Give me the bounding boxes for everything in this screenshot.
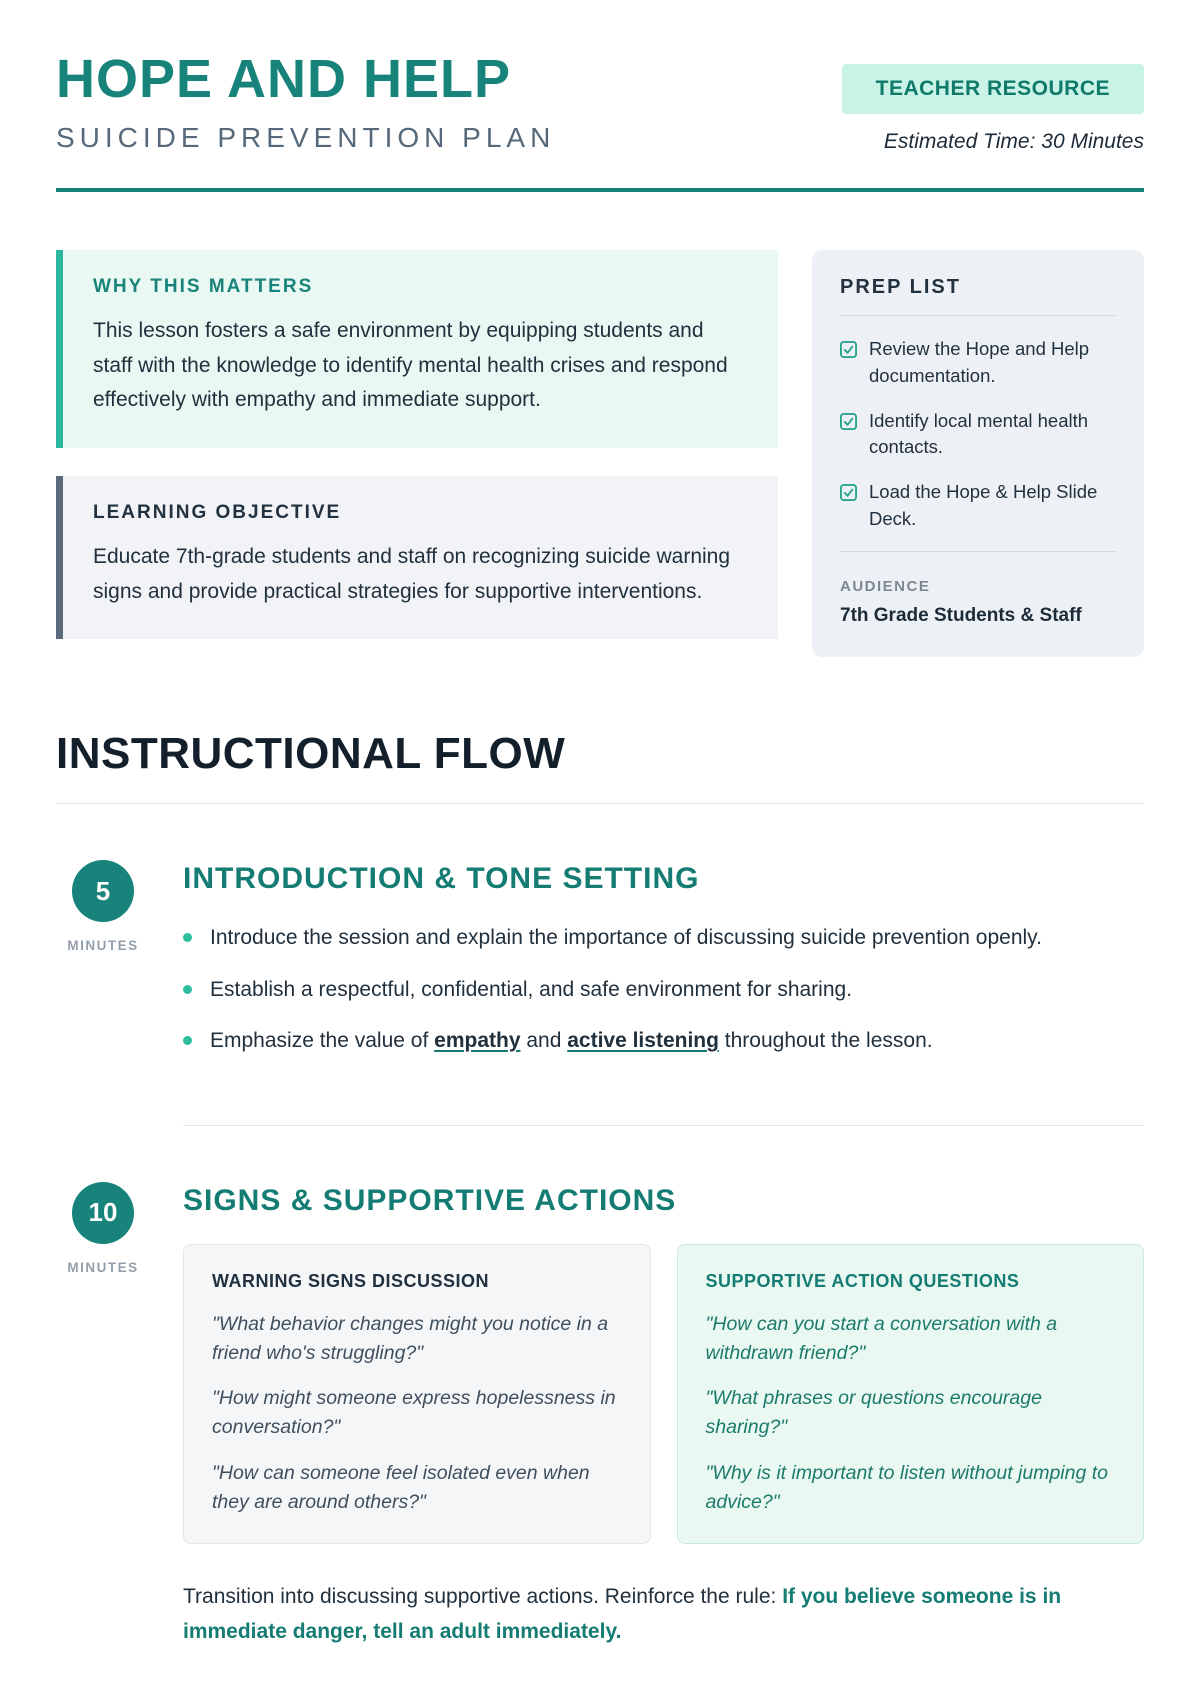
step-1-title: INTRODUCTION & TONE SETTING [183, 862, 700, 896]
why-this-matters-section: WHY THIS MATTERS This lesson fosters a s… [56, 250, 778, 448]
learning-objective-title: LEARNING OBJECTIVE [93, 501, 342, 523]
discussion-cards: WARNING SIGNS DISCUSSION "What behavior … [183, 1243, 1144, 1545]
step-1-bullet-list: Introduce the session and explain the im… [183, 922, 1144, 1057]
prep-item-label: Identify local mental health contacts. [869, 409, 1089, 458]
bullet-text: Introduce the session and explain the im… [210, 926, 1042, 950]
quote-text: "What behavior changes might you notice … [212, 1312, 609, 1364]
instructional-flow-title: INSTRUCTIONAL FLOW [56, 729, 566, 779]
flow-step-2: 10 MINUTES SIGNS & SUPPORTIVE ACTIONS WA… [56, 1178, 1144, 1650]
page-header: HOPE AND HELP SUICIDE PREVENTION PLAN TE… [56, 52, 1144, 154]
flow-step-1: 5 MINUTES INTRODUCTION & TONE SETTING In… [56, 856, 1144, 1077]
why-this-matters-title: WHY THIS MATTERS [93, 276, 314, 297]
bullet-item: Emphasize the value of empathy and activ… [183, 1025, 1144, 1057]
emphasis-term: active listening [567, 1029, 719, 1053]
audience-label: AUDIENCE [840, 577, 931, 595]
header-left: HOPE AND HELP SUICIDE PREVENTION PLAN [56, 52, 555, 154]
minutes-badge: 10 [72, 1181, 134, 1244]
supportive-actions-card: SUPPORTIVE ACTION QUESTIONS "How can you… [676, 1243, 1144, 1545]
bullet-icon [183, 1036, 192, 1046]
step-2-title: SIGNS & SUPPORTIVE ACTIONS [183, 1183, 677, 1217]
prep-item-label: Review the Hope and Help documentation. [869, 338, 1090, 386]
minutes-label: MINUTES [67, 938, 139, 954]
step-2-time-column: 10 MINUTES [56, 1178, 150, 1650]
prep-list-item: Load the Hope & Help Slide Deck. [840, 479, 1116, 533]
quote-text: "How can you start a conversation with a… [705, 1312, 1058, 1364]
page-title: HOPE AND HELP [56, 49, 512, 109]
minutes-label: MINUTES [67, 1259, 139, 1275]
bullet-icon [183, 984, 192, 994]
warning-signs-card-title: WARNING SIGNS DISCUSSION [212, 1270, 490, 1291]
prep-list-item: Identify local mental health contacts. [840, 408, 1116, 462]
page-subtitle: SUICIDE PREVENTION PLAN [56, 122, 556, 153]
bullet-item: Establish a respectful, confidential, an… [183, 974, 1144, 1006]
prep-item-label: Load the Hope & Help Slide Deck. [869, 481, 1098, 530]
header-right: TEACHER RESOURCE Estimated Time: 30 Minu… [841, 52, 1144, 154]
checkbox-icon [840, 411, 857, 462]
bullet-text: Establish a respectful, confidential, an… [210, 977, 853, 1001]
bullet-icon [183, 933, 192, 943]
step-2-content: SIGNS & SUPPORTIVE ACTIONS WARNING SIGNS… [183, 1178, 1144, 1650]
prep-list-item: Review the Hope and Help documentation. [840, 336, 1116, 390]
warning-signs-card: WARNING SIGNS DISCUSSION "What behavior … [183, 1243, 651, 1545]
prep-list-title: PREP LIST [840, 276, 961, 298]
step-divider [183, 1124, 1144, 1126]
quote-text: "How might someone express hopelessness … [212, 1387, 616, 1439]
bullet-text: Emphasize the value of empathy and activ… [210, 1025, 933, 1057]
bullet-item: Introduce the session and explain the im… [183, 922, 1144, 954]
overview-section: WHY THIS MATTERS This lesson fosters a s… [56, 250, 1144, 667]
section-divider [56, 803, 1144, 805]
learning-objective-body: Educate 7th-grade students and staff on … [93, 544, 731, 603]
prep-list-card: PREP LIST Review the Hope and Help docum… [812, 250, 1144, 657]
checkbox-icon [840, 339, 857, 390]
learning-objective-section: LEARNING OBJECTIVE Educate 7th-grade stu… [56, 475, 778, 640]
bullet-text-prefix: Emphasize the value of [210, 1029, 435, 1053]
quote-text: "Why is it important to listen without j… [705, 1461, 1109, 1513]
bullet-text-mid: and [520, 1029, 568, 1053]
emphasis-term: empathy [434, 1029, 521, 1053]
quote-text: "What phrases or questions encourage sha… [705, 1387, 1042, 1439]
supportive-actions-card-title: SUPPORTIVE ACTION QUESTIONS [705, 1270, 1020, 1291]
step-1-content: INTRODUCTION & TONE SETTING Introduce th… [183, 856, 1144, 1077]
step-1-time-column: 5 MINUTES [56, 856, 150, 1077]
prep-list-divider [840, 315, 1116, 316]
estimated-time: Estimated Time: 30 Minutes [883, 130, 1144, 153]
minutes-badge: 5 [72, 860, 134, 923]
transition-text: Transition into discussing supportive ac… [183, 1585, 783, 1609]
why-this-matters-body: This lesson fosters a safe environment b… [93, 319, 728, 412]
header-divider [56, 188, 1144, 192]
checkbox-icon [840, 482, 857, 533]
audience-value: 7th Grade Students & Staff [840, 604, 1082, 626]
bullet-text-suffix: throughout the lesson. [718, 1029, 933, 1053]
teacher-resource-badge: TEACHER RESOURCE [841, 64, 1144, 114]
prep-list-divider [840, 550, 1116, 552]
quote-text: "How can someone feel isolated even when… [212, 1461, 590, 1513]
transition-note: Transition into discussing supportive ac… [183, 1580, 1144, 1649]
overview-left-column: WHY THIS MATTERS This lesson fosters a s… [56, 250, 778, 667]
